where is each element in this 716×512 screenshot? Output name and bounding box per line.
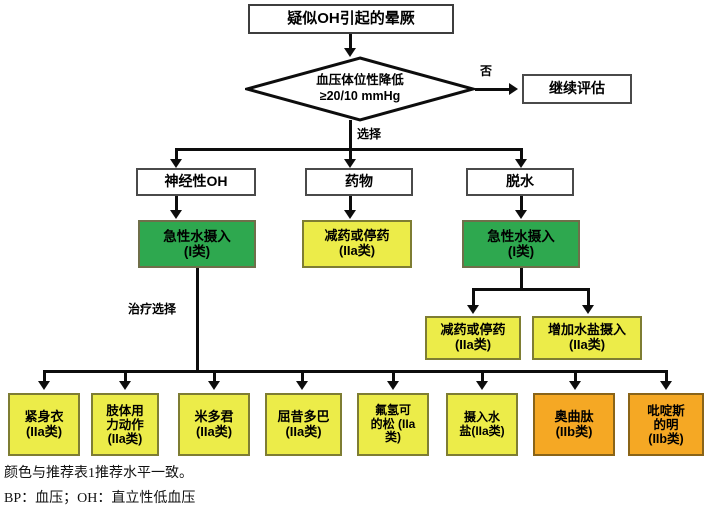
node-treatment-reduce-drug-mid: 减药或停药 (IIa类)	[302, 220, 412, 268]
option-4-line2: (IIa类)	[285, 423, 322, 439]
option-8-line2: (IIb类)	[648, 431, 684, 446]
arrowhead-option-7	[569, 381, 581, 390]
bus-options-drop-4	[301, 370, 304, 382]
bus-categories-drop-1	[175, 148, 178, 160]
bus-options-drop-8	[665, 370, 668, 382]
secondary-2-line1: 增加水盐摄入	[547, 322, 626, 338]
treat-2-line2: (IIa类)	[338, 243, 376, 258]
node-option-compression-garment: 紧身衣 (IIa类)	[8, 393, 80, 456]
arrowhead-option-1	[38, 381, 50, 390]
bus-categories-drop-2	[349, 148, 352, 160]
bus-options-drop-6	[481, 370, 484, 382]
option-2-line2: (IIa类)	[107, 431, 143, 446]
node-option-pyridostigmine: 吡啶斯 的明 (IIb类)	[628, 393, 704, 456]
node-option-fludrocortisone: 氟氢可 的松 (IIa 类)	[357, 393, 429, 456]
arrowhead-secondary-2	[582, 305, 594, 314]
option-8-line1: 吡啶斯 的明	[647, 403, 685, 432]
node-option-droxidopa: 屈昔多巴 (IIa类)	[265, 393, 342, 456]
category-2-label: 药物	[345, 173, 373, 190]
treat-3-line1: 急性水摄入	[487, 228, 555, 244]
option-1-line1: 紧身衣	[24, 408, 64, 424]
diamond-shape	[245, 56, 475, 122]
arrowhead-option-8	[660, 381, 672, 390]
bus-secondary	[472, 288, 590, 291]
edge-label-no: 否	[480, 64, 493, 78]
node-continue-label: 继续评估	[549, 80, 605, 97]
arrowhead-category-2	[344, 159, 356, 168]
connector-cat3-to-treat3	[520, 196, 523, 211]
arrowhead-treat3	[515, 210, 527, 219]
node-start-label: 疑似OH引起的晕厥	[287, 9, 415, 27]
node-continue-evaluation: 继续评估	[522, 74, 632, 104]
node-option-limb-maneuver: 肢体用 力动作 (IIa类)	[91, 393, 159, 456]
arrowhead-treat2	[344, 210, 356, 219]
arrowhead-start-to-decision	[344, 48, 356, 57]
bus-options-drop-1	[43, 370, 46, 382]
bus-options-drop-7	[574, 370, 577, 382]
node-category-neurogenic: 神经性OH	[136, 168, 256, 196]
arrowhead-decision-to-continue	[509, 83, 518, 95]
arrowhead-option-5	[387, 381, 399, 390]
node-category-medication: 药物	[305, 168, 413, 196]
bus-secondary-drop-1	[472, 288, 475, 306]
option-5-line1: 氟氢可	[374, 403, 411, 418]
footnote-color-legend: 颜色与推荐表1推荐水平一致。	[4, 466, 193, 481]
connector-treat3-down	[520, 268, 523, 290]
secondary-1-line1: 减药或停药	[440, 322, 506, 338]
footnote-abbreviations: BP：血压；OH：直立性低血压	[4, 491, 196, 506]
treat-1-line1: 急性水摄入	[163, 228, 231, 244]
option-5-line2: 的松 (IIa 类)	[370, 416, 416, 445]
secondary-1-line2: (IIa类)	[454, 337, 492, 352]
arrowhead-category-1	[170, 159, 182, 168]
option-4-line1: 屈昔多巴	[277, 408, 330, 424]
node-option-midodrine: 米多君 (IIa类)	[178, 393, 250, 456]
option-7-line2: (IIb类)	[555, 423, 593, 439]
category-1-label: 神经性OH	[164, 173, 228, 190]
option-2-line1: 肢体用 力动作	[106, 403, 144, 432]
arrowhead-option-6	[476, 381, 488, 390]
bus-options-drop-2	[124, 370, 127, 382]
connector-treat1-to-options-bus	[196, 268, 199, 372]
option-1-line2: (IIa类)	[25, 423, 63, 439]
bus-options-drop-3	[213, 370, 216, 382]
node-option-octreotide: 奥曲肽 (IIb类)	[533, 393, 615, 456]
category-3-label: 脱水	[506, 173, 534, 190]
edge-label-select: 选择	[357, 127, 382, 141]
arrowhead-category-3	[515, 159, 527, 168]
node-secondary-reduce-drug: 减药或停药 (IIa类)	[425, 316, 521, 360]
node-start: 疑似OH引起的晕厥	[248, 4, 454, 34]
connector-start-to-decision	[349, 34, 352, 49]
treat-1-line2: (I类)	[183, 244, 211, 259]
node-category-dehydration: 脱水	[466, 168, 574, 196]
arrowhead-secondary-1	[467, 305, 479, 314]
option-6-line1: 摄入水	[463, 410, 500, 425]
bus-options	[43, 370, 668, 373]
node-treatment-acute-water-right: 急性水摄入 (I类)	[462, 220, 580, 268]
edge-label-treatment-options: 治疗选择	[128, 302, 177, 316]
arrowhead-treat1	[170, 210, 182, 219]
secondary-2-line2: (IIa类)	[568, 337, 606, 352]
option-3-line2: (IIa类)	[195, 423, 233, 439]
treat-2-line1: 减药或停药	[324, 228, 390, 244]
node-decision: 血压体位性降低 ≥20/10 mmHg	[245, 56, 475, 122]
connector-cat1-to-treat1	[175, 196, 178, 211]
node-option-water-salt-intake: 摄入水 盐(IIa类)	[446, 393, 518, 456]
connector-decision-to-continue	[475, 88, 510, 91]
arrowhead-option-2	[119, 381, 131, 390]
connector-cat2-to-treat2	[349, 196, 352, 211]
option-6-line2: 盐(IIa类)	[459, 423, 505, 438]
bus-categories-drop-3	[520, 148, 523, 160]
bus-options-drop-5	[392, 370, 395, 382]
node-treatment-acute-water-left: 急性水摄入 (I类)	[138, 220, 256, 268]
arrowhead-option-3	[208, 381, 220, 390]
treat-3-line2: (I类)	[507, 244, 535, 259]
connector-decision-down	[349, 120, 352, 150]
option-7-line1: 奥曲肽	[554, 408, 594, 424]
option-3-line1: 米多君	[194, 408, 234, 424]
arrowhead-option-4	[296, 381, 308, 390]
bus-secondary-drop-2	[587, 288, 590, 306]
node-secondary-increase-salt-water: 增加水盐摄入 (IIa类)	[532, 316, 642, 360]
